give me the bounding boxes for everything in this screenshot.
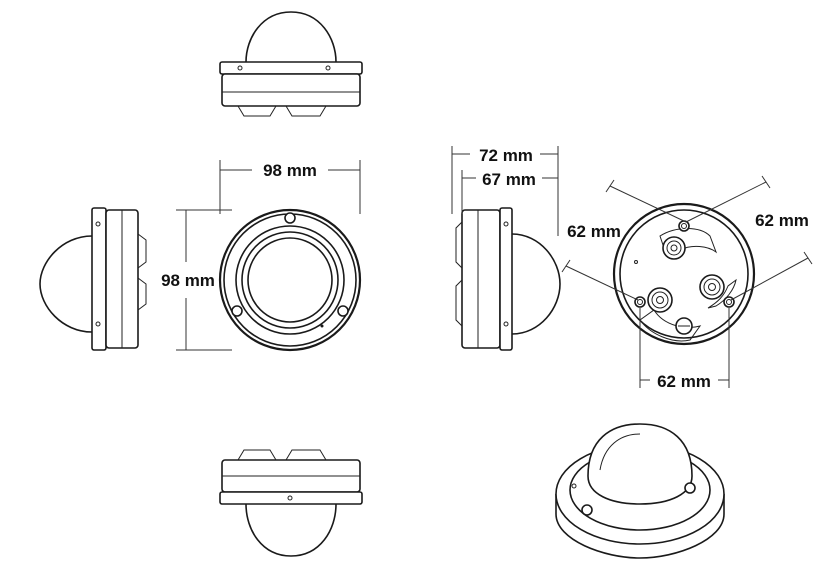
mount-dimension-lines <box>561 175 813 388</box>
mount-plate-view <box>612 202 756 346</box>
side-depth-dimension <box>451 146 559 236</box>
mount-right-label: 62 mm <box>755 211 809 230</box>
front-view <box>218 208 362 352</box>
mount-left-label: 62 mm <box>567 222 621 241</box>
front-width-label: 98 mm <box>263 161 317 180</box>
side-depth-outer-label: 72 mm <box>479 146 533 165</box>
front-width-dimension <box>219 160 361 214</box>
side-depth-inner-label: 67 mm <box>482 170 536 189</box>
front-height-dimension <box>176 209 232 351</box>
mount-bottom-label: 62 mm <box>657 372 711 391</box>
bottom-view <box>219 449 363 557</box>
front-height-label: 98 mm <box>161 271 215 290</box>
top-view <box>219 11 363 117</box>
left-view <box>39 207 147 351</box>
side-view <box>455 207 561 351</box>
isometric-view <box>555 423 725 559</box>
